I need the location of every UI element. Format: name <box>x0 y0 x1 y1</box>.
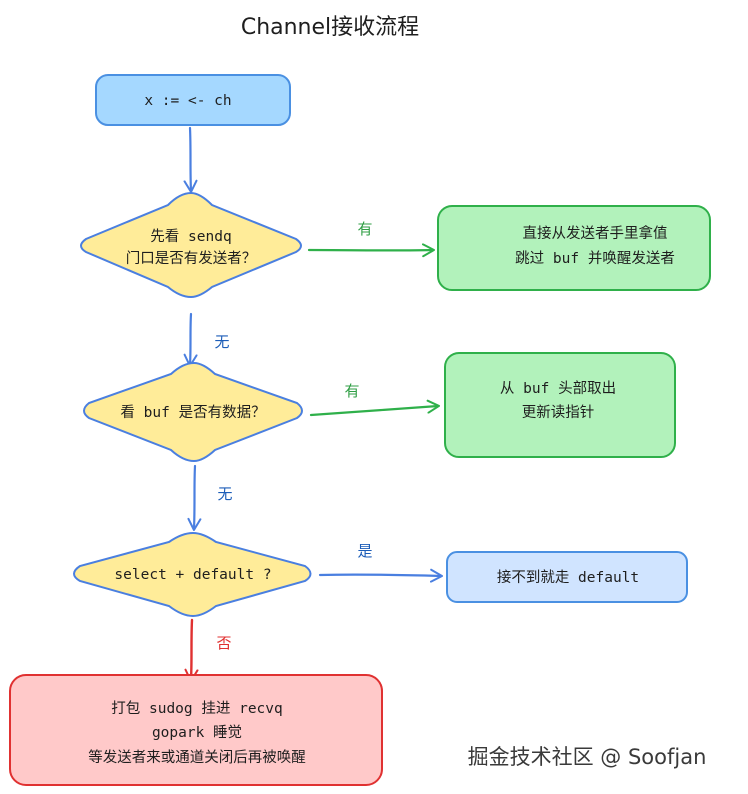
decision-select: select + default ? <box>73 531 312 618</box>
arrow-select-no <box>184 618 199 682</box>
take-from-sender-line2: 跳过 buf 并唤醒发送者 <box>515 250 675 267</box>
default-branch-box <box>446 551 688 603</box>
diagram-title: Channel接收流程 <box>241 15 419 40</box>
arrow-buf-no <box>187 464 202 531</box>
take-from-sender-box <box>437 205 711 291</box>
edge-label-buf-no: 无 <box>217 485 232 503</box>
edge-label-sendq-yes: 有 <box>357 220 372 238</box>
edge-label-select-yes: 是 <box>357 542 372 560</box>
start-node-label: x := <- ch <box>144 93 231 109</box>
default-branch-line1: 接不到就走 default <box>497 569 639 586</box>
decision-sendq-line2: 门口是否有发送者？ <box>126 250 257 267</box>
edge-label-sendq-no: 无 <box>214 333 229 351</box>
decision-buf-shape <box>83 361 303 463</box>
take-from-sender-line1: 直接从发送者手里拿值 <box>523 224 668 242</box>
start-node: x := <- ch <box>95 74 291 126</box>
park-line1: 打包 sudog 挂进 recvq <box>111 700 283 717</box>
take-from-sender-node: 直接从发送者手里拿值 跳过 buf 并唤醒发送者 <box>437 205 711 291</box>
decision-sendq-shape <box>80 191 302 299</box>
arrow-sendq-no <box>183 312 198 367</box>
park-line3: 等发送者来或通道关闭后再被唤醒 <box>88 748 306 766</box>
decision-sendq: 先看 sendq 门口是否有发送者？ <box>80 191 302 299</box>
arrow-select-yes <box>318 568 443 583</box>
arrow-start-to-sendq <box>183 126 198 193</box>
watermark: 掘金技术社区 @ Soofjan <box>468 745 707 769</box>
start-node-box <box>95 74 291 126</box>
take-from-buf-node: 从 buf 头部取出 更新读指针 <box>444 352 676 458</box>
arrow-buf-yes <box>309 399 440 417</box>
edge-label-select-no: 否 <box>216 634 231 652</box>
take-from-buf-line2: 更新读指针 <box>522 404 595 421</box>
decision-select-shape <box>73 531 312 618</box>
decision-select-line1: select + default ? <box>114 567 271 583</box>
default-branch-node: 接不到就走 default <box>446 551 688 603</box>
decision-sendq-line1: 先看 sendq <box>150 228 231 245</box>
take-from-buf-box <box>444 352 676 458</box>
edge-label-buf-yes: 有 <box>344 382 359 400</box>
park-box <box>9 674 383 786</box>
park-node: 打包 sudog 挂进 recvq gopark 睡觉 等发送者来或通道关闭后再… <box>9 674 383 786</box>
decision-buf-line1: 看 buf 是否有数据？ <box>120 404 265 421</box>
decision-buf: 看 buf 是否有数据？ <box>83 361 303 463</box>
take-from-buf-line1: 从 buf 头部取出 <box>500 380 616 397</box>
park-line2: gopark 睡觉 <box>152 724 242 741</box>
